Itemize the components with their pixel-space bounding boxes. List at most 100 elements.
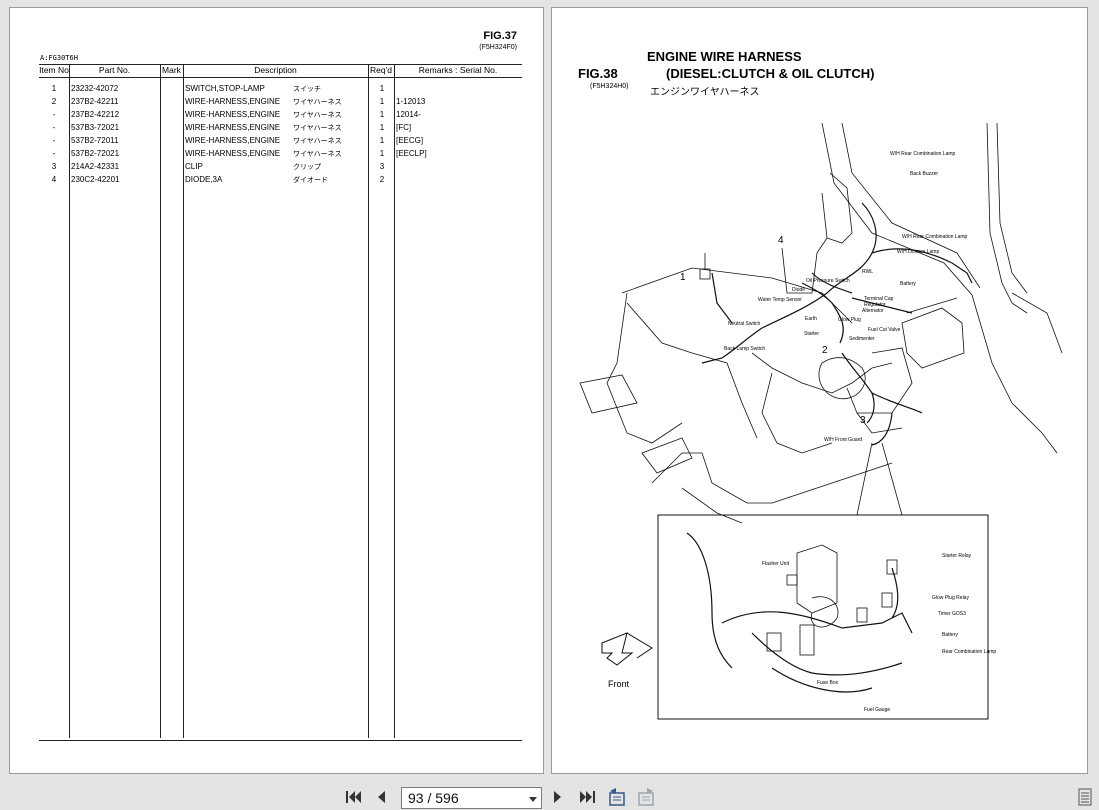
previous-page-button[interactable]: [374, 789, 388, 805]
menu-icon: [1078, 788, 1092, 806]
table-row: - 537B2-72021 WIRE-HARNESS,ENGINE ワイヤハーネ…: [39, 149, 522, 162]
label: Rear Combination Lamp: [942, 649, 996, 655]
label: Back Lamp Switch: [724, 346, 765, 352]
model-code: A:FG30T6H: [40, 54, 78, 62]
col-divider: [160, 64, 161, 738]
item-no: 3: [51, 162, 57, 171]
item-no: 4: [51, 175, 57, 184]
item-no: -: [52, 123, 56, 132]
label: Neutral Switch: [728, 321, 760, 327]
part-no: 230C2-42201: [71, 175, 120, 184]
label: Sedimenter: [849, 336, 875, 342]
label: Fuel Cut Valve: [868, 327, 901, 333]
label: Water Temp Sensor: [758, 297, 802, 303]
total-pages: 596: [435, 790, 459, 806]
label: RWL: [862, 269, 873, 275]
table-row: - 537B3-72021 WIRE-HARNESS,ENGINE ワイヤハーネ…: [39, 123, 522, 136]
item-no: -: [52, 149, 56, 158]
description-kana: ワイヤハーネス: [293, 99, 342, 106]
last-page-icon: [580, 791, 595, 803]
label: Flasher Unit: [762, 561, 790, 567]
last-page-button[interactable]: [578, 789, 596, 805]
remarks: [EECLP]: [396, 149, 427, 158]
description-kana: ダイオード: [293, 177, 328, 184]
col-header-item: Item No: [39, 65, 69, 75]
remarks: 1-12013: [396, 97, 426, 106]
description: WIRE-HARNESS,ENGINE: [185, 136, 281, 145]
description: WIRE-HARNESS,ENGINE: [185, 149, 281, 158]
item-no: -: [52, 136, 56, 145]
previous-view-button[interactable]: [606, 787, 628, 807]
item-no: -: [52, 110, 56, 119]
first-page-button[interactable]: [345, 789, 363, 805]
part-no: 237B2-42211: [71, 97, 119, 106]
part-no: 537B2-72011: [71, 136, 119, 145]
reqd: 1: [379, 110, 385, 119]
left-page: FIG.37 (F5H324F0) A:FG30T6H Item No Part…: [9, 7, 544, 774]
description-kana: スイッチ: [293, 86, 321, 93]
label: Back Buzzer: [910, 171, 938, 177]
col-header-remarks: Remarks : Serial No.: [418, 65, 498, 75]
table-row: 2 237B2-42211 WIRE-HARNESS,ENGINE ワイヤハーネ…: [39, 97, 522, 110]
fig-title: FIG.38: [578, 66, 618, 81]
part-no: 214A2-42331: [71, 162, 120, 171]
reqd: 1: [379, 149, 385, 158]
chevron-down-icon[interactable]: [529, 797, 537, 802]
current-page: 93: [408, 790, 424, 806]
callout-2: 2: [822, 345, 828, 356]
table-row: - 237B2-42212 WIRE-HARNESS,ENGINE ワイヤハーネ…: [39, 110, 522, 123]
col-divider: [394, 64, 395, 738]
remarks: [EECG]: [396, 136, 424, 145]
label: Battery: [942, 632, 958, 638]
part-no: 23232-42072: [71, 84, 119, 93]
description: SWITCH,STOP-LAMP: [185, 84, 265, 93]
menu-button[interactable]: [1078, 788, 1092, 806]
col-header-part: Part No.: [98, 65, 131, 75]
col-divider: [368, 64, 369, 738]
label: Terminal Cap: [864, 296, 894, 302]
reqd: 3: [379, 162, 385, 171]
description: WIRE-HARNESS,ENGINE: [185, 110, 281, 119]
item-no: 2: [51, 97, 57, 106]
col-header-mark: Mark: [162, 65, 181, 75]
remarks: [FC]: [396, 123, 412, 132]
table-row: 1 23232-42072 SWITCH,STOP-LAMP スイッチ 1: [39, 84, 522, 97]
table-row: 4 230C2-42201 DIODE,3A ダイオード 2: [39, 175, 522, 188]
page-navigation-toolbar: 93 / 596: [0, 782, 1099, 810]
description-kana: クリップ: [293, 164, 321, 171]
description-kana: ワイヤハーネス: [293, 151, 342, 158]
wire-harness-drawing: 1 2 3 4 W/H Rear Combination Lamp Back B…: [579, 122, 1063, 720]
label: Battery: [900, 281, 916, 287]
front-label: Front: [608, 679, 630, 689]
page-number-field[interactable]: 93 / 596: [401, 787, 542, 809]
callout-4: 4: [778, 235, 784, 246]
next-view-icon: [638, 788, 654, 806]
description-kana: ワイヤハーネス: [293, 112, 342, 119]
label: Diode: [792, 287, 805, 293]
label: Regulator: [864, 302, 886, 308]
label: Fuse Box: [817, 680, 839, 686]
diagram-title-kana: エンジンワイヤハーネス: [650, 87, 760, 98]
previous-page-icon: [378, 791, 385, 803]
description-kana: ワイヤハーネス: [293, 125, 342, 132]
label: Fuel Gauge: [864, 707, 890, 713]
col-header-desc: Description: [254, 65, 297, 75]
next-view-button[interactable]: [635, 787, 657, 807]
col-divider: [183, 64, 184, 738]
table-top-rule: [39, 64, 522, 65]
label: W/H Rear Combination Lamp: [902, 234, 968, 240]
item-no: 1: [51, 84, 57, 93]
reqd: 1: [379, 136, 385, 145]
reqd: 1: [379, 84, 385, 93]
label: Earth: [805, 316, 817, 322]
previous-view-icon: [609, 788, 625, 806]
label: W/H Licence Lamp: [897, 249, 939, 255]
table-header-rule: [39, 77, 522, 78]
description-kana: ワイヤハーネス: [293, 138, 342, 145]
label: W/H Rear Combination Lamp: [890, 151, 956, 157]
next-page-button[interactable]: [551, 789, 565, 805]
label: Starter Relay: [942, 553, 972, 559]
remarks: 12014-: [396, 110, 421, 119]
callout-1: 1: [680, 272, 686, 283]
